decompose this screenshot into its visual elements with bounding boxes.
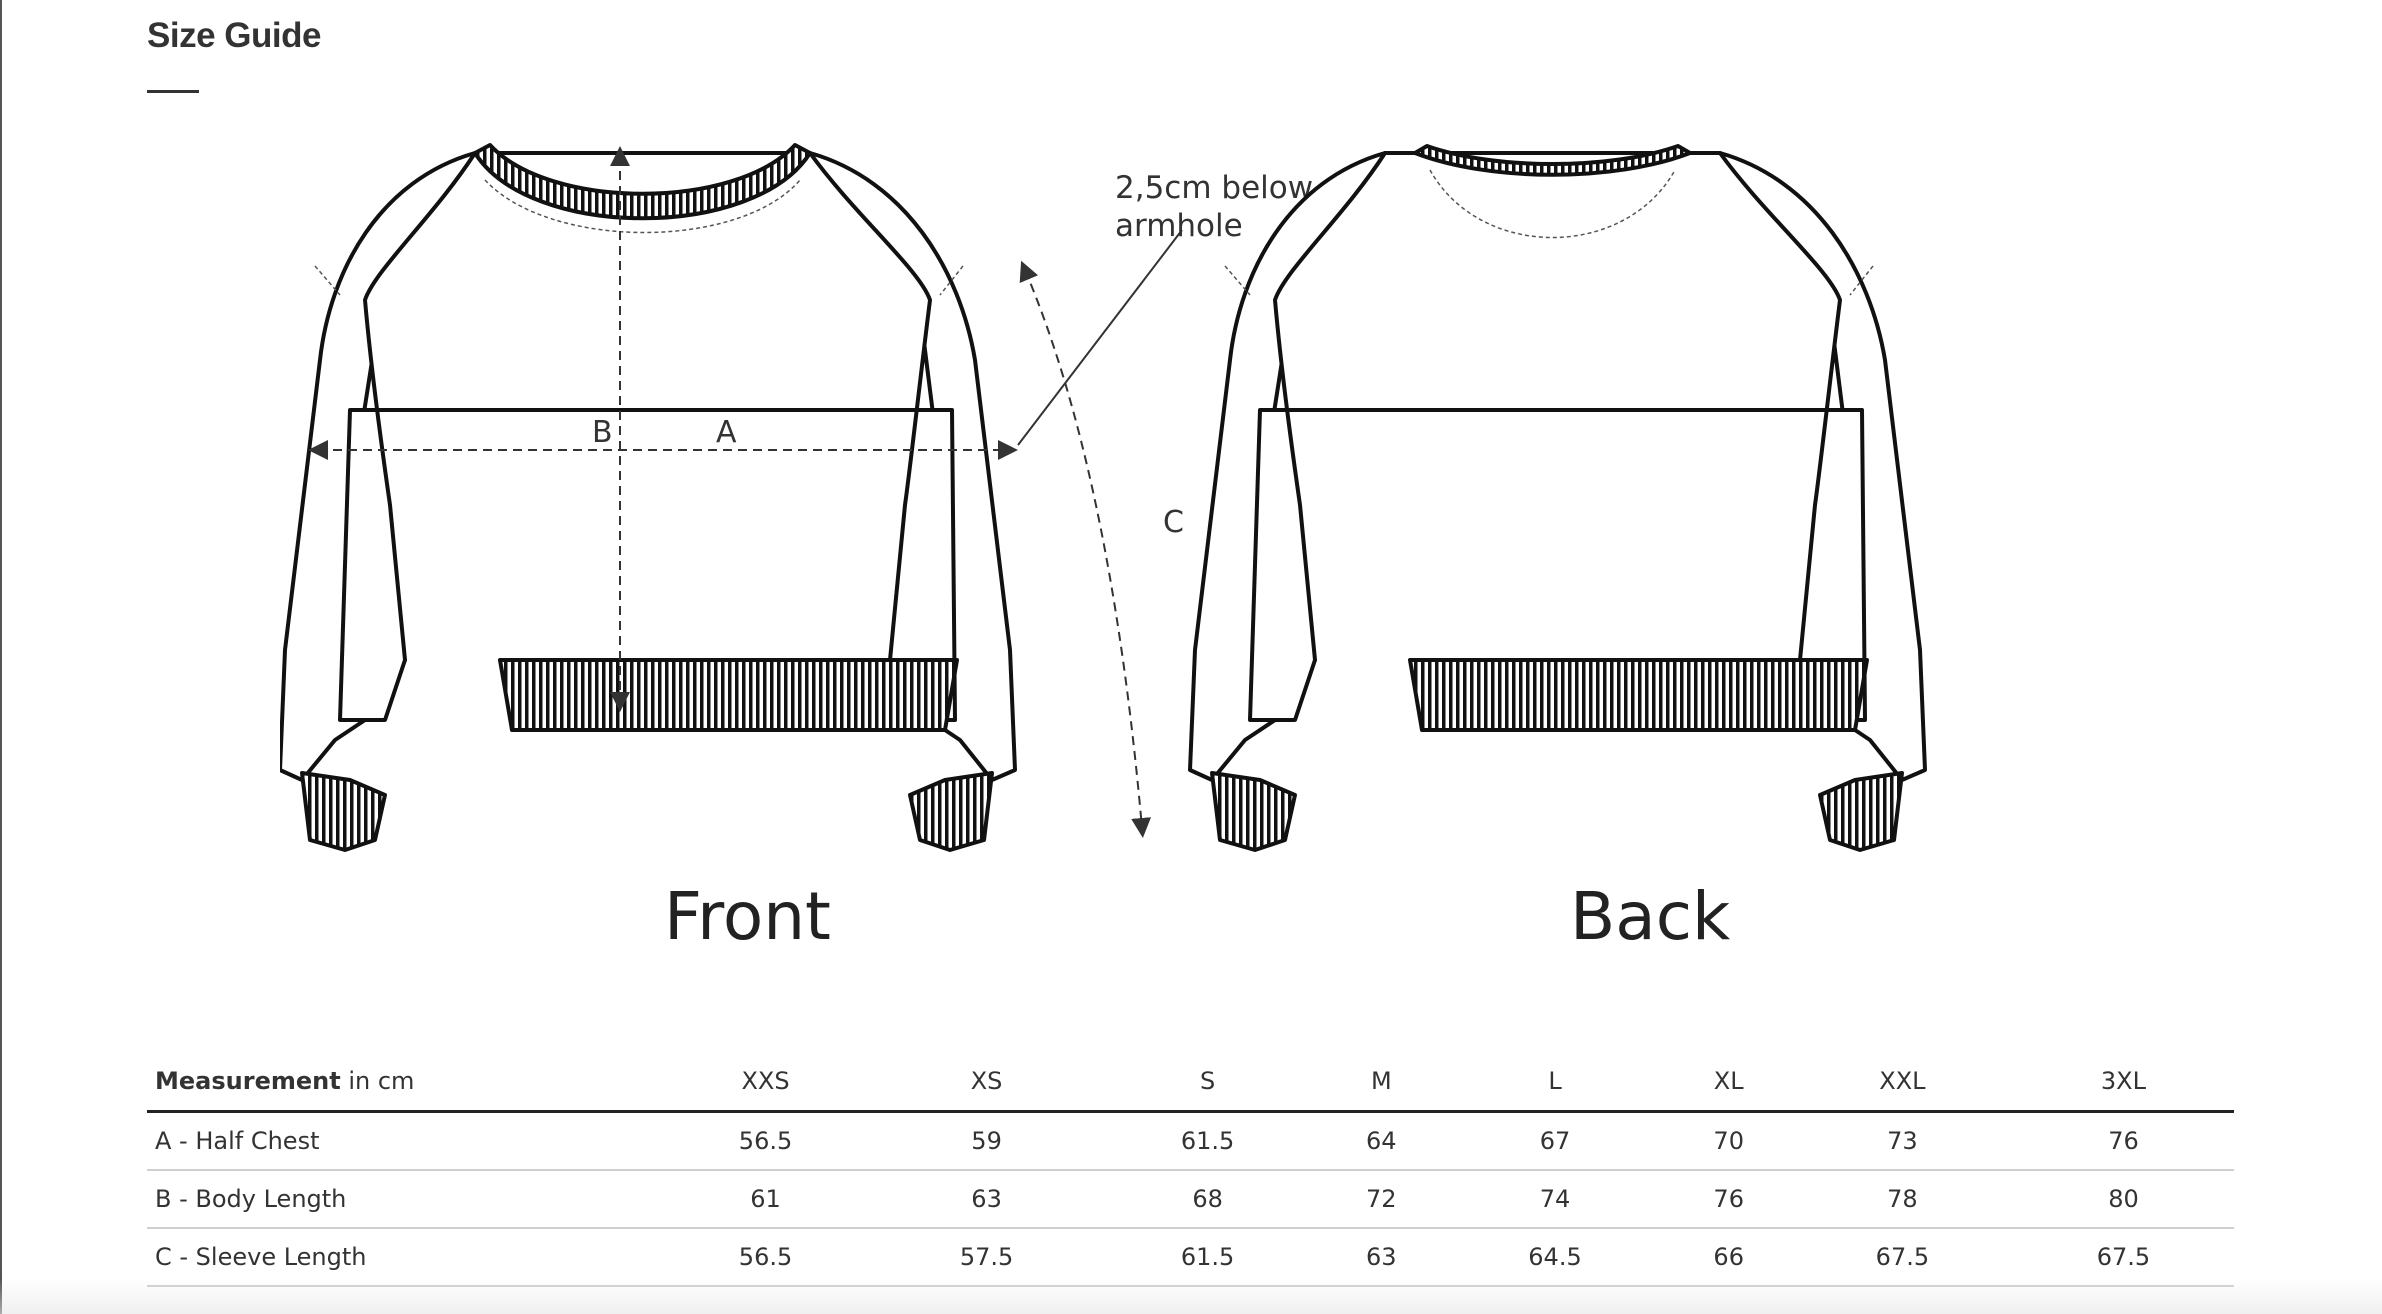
marker-b: B bbox=[592, 415, 613, 450]
size-header-xxl: XXL bbox=[1791, 1052, 2013, 1113]
table-cell: 67 bbox=[1444, 1111, 1666, 1171]
table-cell: 67.5 bbox=[1791, 1228, 2013, 1287]
sweatshirt-diagram: B A C 2,5cm below armhole bbox=[280, 143, 1927, 852]
table-cell: 74 bbox=[1444, 1170, 1666, 1229]
measurement-header-label: Measurement bbox=[155, 1067, 341, 1095]
table-cell: 76 bbox=[2012, 1111, 2234, 1171]
table-cell: 64 bbox=[1318, 1111, 1445, 1171]
front-view-label: Front bbox=[664, 878, 831, 955]
page-title: Size Guide bbox=[147, 16, 321, 55]
title-underline bbox=[147, 90, 199, 93]
table-cell: 80 bbox=[2012, 1170, 2234, 1229]
armhole-annotation-line2: armhole bbox=[1115, 208, 1243, 244]
row-label: C - Sleeve Length bbox=[147, 1228, 655, 1287]
back-view-drawing bbox=[1188, 144, 1927, 852]
table-cell: 68 bbox=[1097, 1170, 1319, 1229]
size-table-header-row: Measurement in cm XXS XS S M L XL XXL 3X… bbox=[147, 1052, 2234, 1113]
armhole-annotation-line1: 2,5cm below bbox=[1115, 170, 1313, 206]
measurement-header-unit: in cm bbox=[340, 1067, 415, 1095]
size-header-xl: XL bbox=[1665, 1052, 1792, 1113]
size-header-xs: XS bbox=[876, 1052, 1098, 1113]
table-cell: 61.5 bbox=[1097, 1228, 1319, 1287]
table-cell: 78 bbox=[1791, 1170, 2013, 1229]
table-cell: 56.5 bbox=[655, 1228, 877, 1287]
page-border bbox=[0, 0, 2, 1314]
bottom-fade bbox=[0, 1278, 2382, 1314]
size-header-3xl: 3XL bbox=[2012, 1052, 2234, 1113]
row-label: A - Half Chest bbox=[147, 1111, 655, 1171]
table-cell: 61 bbox=[655, 1170, 877, 1229]
front-view-drawing: B A C 2,5cm below armhole bbox=[280, 143, 1313, 852]
size-header-s: S bbox=[1097, 1052, 1319, 1113]
marker-c: C bbox=[1163, 505, 1184, 540]
size-header-l: L bbox=[1444, 1052, 1666, 1113]
table-cell: 56.5 bbox=[655, 1111, 877, 1171]
table-row: C - Sleeve Length 56.5 57.5 61.5 63 64.5… bbox=[147, 1228, 2234, 1287]
table-row: B - Body Length 61 63 68 72 74 76 78 80 bbox=[147, 1170, 2234, 1229]
table-cell: 63 bbox=[1318, 1228, 1445, 1287]
measurement-header: Measurement in cm bbox=[147, 1052, 655, 1113]
table-cell: 63 bbox=[876, 1170, 1098, 1229]
marker-a: A bbox=[716, 415, 737, 450]
back-view-label: Back bbox=[1570, 878, 1731, 955]
table-cell: 70 bbox=[1665, 1111, 1792, 1171]
table-row: A - Half Chest 56.5 59 61.5 64 67 70 73 … bbox=[147, 1111, 2234, 1171]
size-header-m: M bbox=[1318, 1052, 1445, 1113]
table-cell: 59 bbox=[876, 1111, 1098, 1171]
row-label: B - Body Length bbox=[147, 1170, 655, 1229]
size-table: Measurement in cm XXS XS S M L XL XXL 3X… bbox=[147, 1052, 2234, 1287]
table-cell: 72 bbox=[1318, 1170, 1445, 1229]
table-cell: 61.5 bbox=[1097, 1111, 1319, 1171]
table-cell: 66 bbox=[1665, 1228, 1792, 1287]
table-cell: 73 bbox=[1791, 1111, 2013, 1171]
table-cell: 57.5 bbox=[876, 1228, 1098, 1287]
size-header-xxs: XXS bbox=[655, 1052, 877, 1113]
table-cell: 67.5 bbox=[2012, 1228, 2234, 1287]
table-cell: 76 bbox=[1665, 1170, 1792, 1229]
